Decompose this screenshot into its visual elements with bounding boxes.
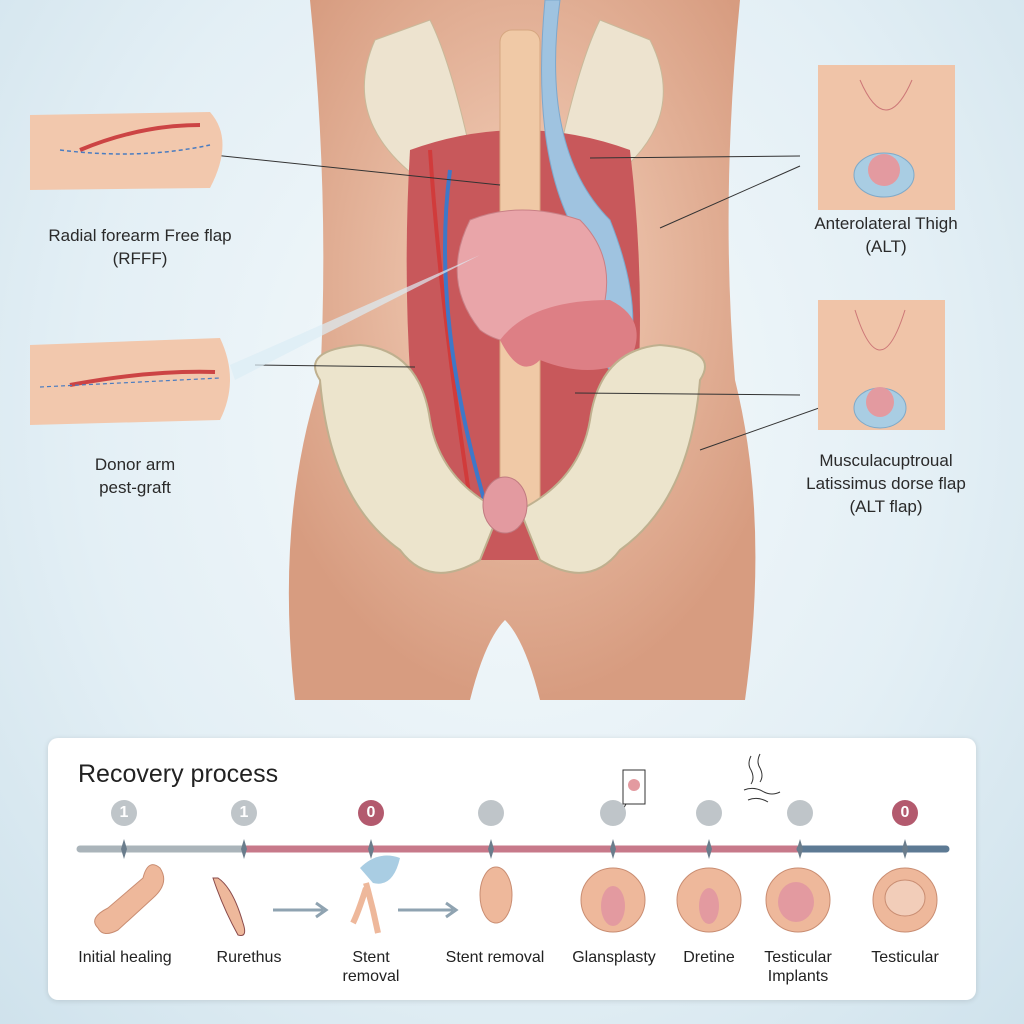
step-label: Stent removal <box>445 949 545 966</box>
step-badge: 0 <box>892 800 918 826</box>
step-badge <box>787 800 813 826</box>
arrow-icon <box>398 901 459 919</box>
step-label: Rurethus <box>216 949 282 966</box>
forearm-flap-image <box>30 112 223 190</box>
arrow-icon <box>273 901 329 919</box>
step-badge: 0 <box>358 800 384 826</box>
step-label: Initial healing <box>78 949 172 966</box>
step-badge <box>696 800 722 826</box>
step-badge <box>600 800 626 826</box>
recovery-process-panel: Recovery process 1 1 0 0 Initial healing <box>48 738 976 1000</box>
step-badge: 1 <box>111 800 137 826</box>
pelvis <box>314 343 706 574</box>
steam-icon <box>743 753 781 803</box>
step-badge <box>478 800 504 826</box>
anatomy-illustration <box>30 0 955 700</box>
label-donor-arm: Donor arm pest-graft <box>94 455 176 497</box>
step-icon-initial-healing <box>94 864 165 934</box>
step-label: Glansplasty <box>572 949 656 966</box>
label-latissimus: Musculacuptroual Latissimus dorse flap (… <box>806 451 966 516</box>
donor-arm-image <box>30 255 480 425</box>
step-icon-stent <box>350 855 400 934</box>
latissimus-flap-image <box>818 300 945 430</box>
recovery-title: Recovery process <box>78 760 279 788</box>
step-badge: 1 <box>231 800 257 826</box>
step-label: Dretine <box>683 949 735 966</box>
step-icon-stent-removal <box>479 866 513 924</box>
step-icon-rurethus <box>212 877 246 936</box>
step-label: Testicular <box>871 949 939 966</box>
thigh-flap-image <box>818 65 955 210</box>
timeline <box>76 753 950 936</box>
label-alt: Anterolateral Thigh (ALT) <box>814 214 958 256</box>
label-rfff: Radial forearm Free flap (RFFF) <box>48 226 232 268</box>
